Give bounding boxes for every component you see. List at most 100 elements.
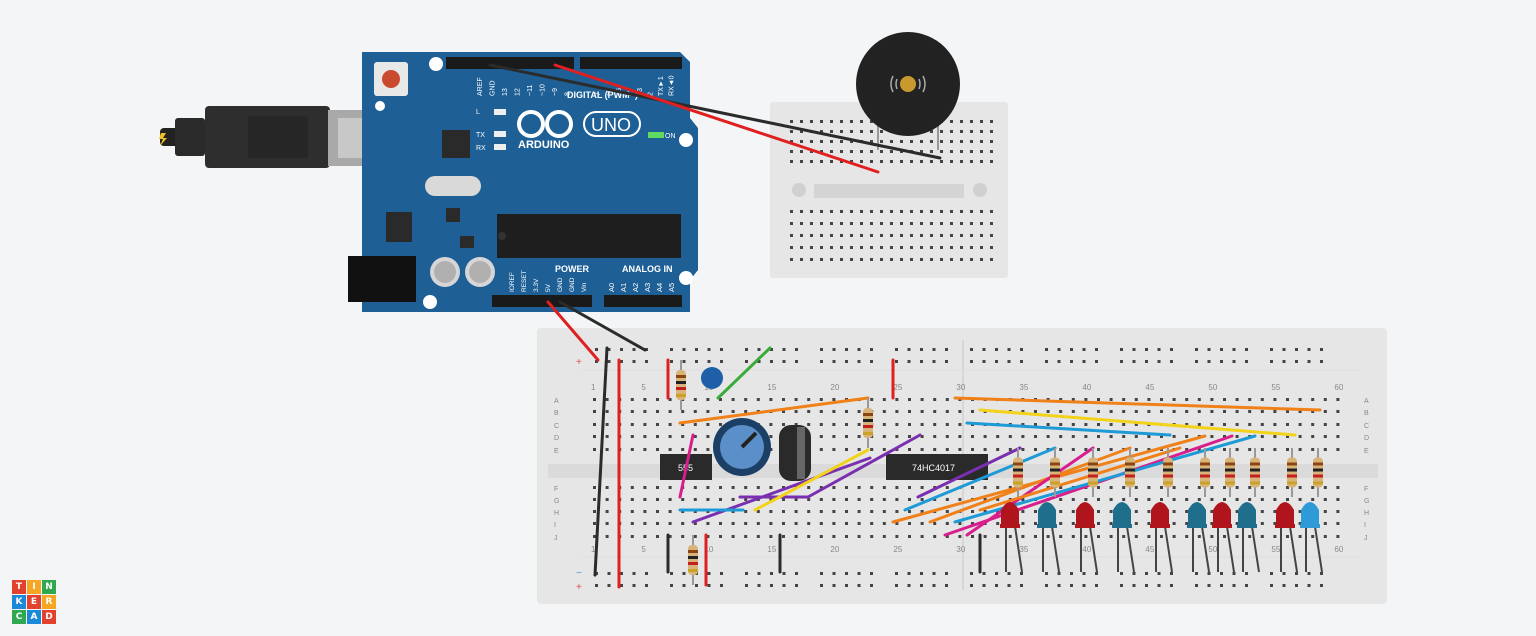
board-led-label: TX: [476, 132, 485, 139]
digital-pin-label: 13: [502, 88, 509, 96]
resistor[interactable]: [1088, 448, 1098, 497]
logo-letter: C: [12, 610, 26, 624]
column-number: 55: [1271, 545, 1280, 554]
power-jack: [348, 256, 416, 302]
chip-74hc4017[interactable]: 74HC4017: [886, 454, 988, 480]
wire[interactable]: [953, 396, 1322, 412]
column-number: 35: [1019, 383, 1028, 392]
resistor[interactable]: [688, 535, 698, 585]
row-letter: I: [1364, 522, 1366, 529]
power-pin-label: RESET: [521, 270, 528, 292]
row-letter: G: [1364, 498, 1369, 505]
wire[interactable]: [965, 421, 1172, 437]
rail-plus-bottom: +: [576, 582, 582, 593]
resistor[interactable]: [1225, 448, 1235, 497]
chip-74hc4017-label: 74HC4017: [912, 463, 955, 473]
wire[interactable]: [965, 446, 1095, 537]
digital-pin-label: ~6: [606, 88, 613, 96]
row-letter: B: [554, 410, 559, 417]
wire[interactable]: [553, 63, 880, 174]
led-red[interactable]: [1150, 502, 1173, 573]
resistor[interactable]: [1250, 448, 1260, 497]
wire[interactable]: [558, 300, 647, 352]
wire[interactable]: [678, 433, 695, 499]
tinkercad-logo[interactable]: T I N K E R C A D: [12, 580, 56, 624]
resistor[interactable]: [1287, 448, 1297, 497]
led-red[interactable]: [1000, 502, 1023, 573]
arduino-board[interactable]: ARDUINO UNO DIGITAL (PWM~) POWER ANALOG …: [348, 52, 698, 312]
rail-minus-bottom: −: [576, 568, 582, 579]
rail-plus-top: +: [576, 357, 582, 368]
digital-pin-label: TX►1: [658, 76, 665, 96]
resistor[interactable]: [676, 360, 686, 410]
wire[interactable]: [903, 446, 1057, 512]
power-pin-label: GND: [569, 277, 576, 292]
analog-pin-label: A3: [643, 283, 652, 292]
digital-pin-label: 7: [595, 92, 602, 96]
digital-pin-label: 8: [565, 92, 572, 96]
wire[interactable]: [546, 300, 600, 362]
digital-pin-label: ~9: [552, 88, 559, 96]
ceramic-capacitor[interactable]: [701, 367, 723, 389]
column-number: 20: [830, 383, 839, 392]
wire[interactable]: [978, 446, 1182, 512]
row-letter: D: [554, 435, 559, 442]
wire[interactable]: [806, 433, 922, 499]
wire[interactable]: [978, 408, 1297, 437]
wire[interactable]: [916, 446, 1022, 499]
digital-pin-label: AREF: [477, 77, 484, 96]
logo-letter: I: [27, 580, 41, 594]
resistor[interactable]: [1163, 448, 1173, 497]
electrolytic-capacitor[interactable]: [779, 425, 811, 481]
led-blue[interactable]: [1300, 502, 1323, 573]
column-number: 5: [641, 545, 646, 554]
resistor[interactable]: [1050, 448, 1060, 497]
resistor[interactable]: [863, 398, 873, 448]
led-red[interactable]: [1275, 502, 1298, 573]
row-letter: F: [1364, 486, 1368, 493]
logo-letter: N: [42, 580, 56, 594]
logo-letter: A: [27, 610, 41, 624]
column-number: 25: [893, 545, 902, 554]
led-blue[interactable]: [1112, 502, 1135, 573]
row-letter: F: [554, 486, 558, 493]
resistor[interactable]: [1013, 448, 1023, 497]
row-letter: A: [1364, 398, 1369, 405]
resistor[interactable]: [1125, 448, 1135, 497]
digital-pin-label: ~10: [540, 84, 547, 96]
analog-pin-label: A0: [607, 283, 616, 292]
mini-breadboard[interactable]: [770, 102, 1008, 278]
led-red[interactable]: [1212, 502, 1235, 573]
resistor[interactable]: [1200, 448, 1210, 497]
led-blue[interactable]: [1237, 502, 1260, 573]
column-number: 50: [1208, 545, 1217, 554]
lightning-icon: [159, 133, 167, 146]
arduino-model: UNO: [591, 115, 631, 135]
logo-letter: D: [42, 610, 56, 624]
wire[interactable]: [678, 396, 870, 425]
power-pin-label: IOREF: [509, 272, 516, 292]
on-label: ON: [665, 133, 676, 140]
led-blue[interactable]: [1037, 502, 1060, 573]
analog-pin-label: A5: [667, 283, 676, 292]
potentiometer[interactable]: [713, 418, 771, 476]
digital-pin-label: 12: [515, 88, 522, 96]
wire[interactable]: [488, 63, 942, 160]
column-number: 15: [767, 383, 776, 392]
led-blue[interactable]: [1187, 502, 1210, 573]
column-number: 10: [704, 545, 713, 554]
column-number: 45: [1145, 545, 1154, 554]
power-pin-label: Vin: [581, 282, 588, 292]
led-red[interactable]: [1075, 502, 1098, 573]
logo-letter: R: [42, 595, 56, 609]
row-letter: C: [1364, 423, 1369, 430]
resistor[interactable]: [1313, 448, 1323, 497]
wire[interactable]: [753, 448, 870, 512]
wire[interactable]: [593, 346, 609, 577]
wire[interactable]: [716, 346, 772, 400]
power-pin-label: 3.3V: [533, 278, 540, 292]
row-letter: H: [554, 510, 559, 517]
column-number: 25: [893, 383, 902, 392]
column-number: 40: [1082, 383, 1091, 392]
